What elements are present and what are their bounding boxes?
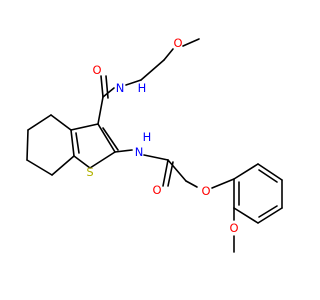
bond-lines: [26, 38, 283, 253]
atom-o-carbonyl-mid: O: [152, 183, 161, 197]
atom-h-amide-mid: H: [143, 130, 152, 144]
atom-labels: O N H O S N H O O O: [86, 36, 238, 235]
atom-n-amide-top: N: [116, 81, 125, 95]
atom-h-amide-top: H: [138, 81, 147, 95]
atom-o-methoxy: O: [229, 221, 238, 235]
structure-svg: O N H O S N H O O O: [26, 36, 283, 253]
molecule-diagram: O N H O S N H O O O: [26, 36, 283, 253]
atom-n-amide-mid: N: [135, 145, 144, 159]
atom-o-phenoxy: O: [201, 184, 210, 198]
atom-o-carbonyl-top: O: [92, 63, 101, 77]
atom-s-thiophene: S: [86, 165, 93, 179]
atom-o-ether-top: O: [173, 36, 182, 50]
